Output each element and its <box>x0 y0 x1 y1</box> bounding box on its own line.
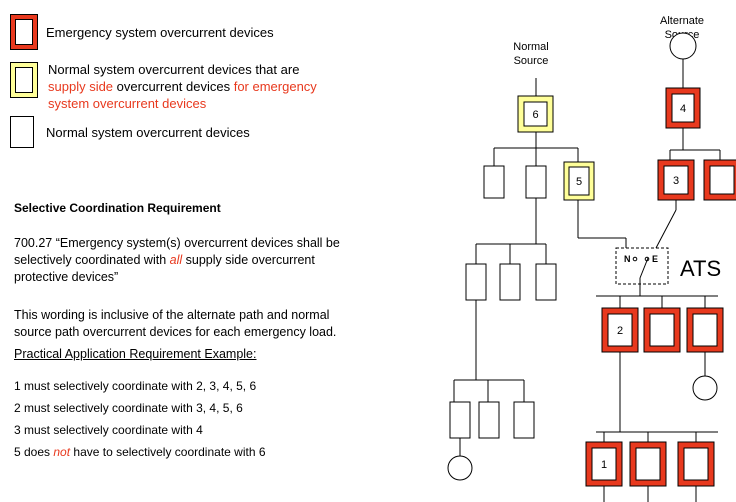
alternate-source-circle <box>669 32 697 60</box>
normal-device <box>535 263 557 301</box>
emergency-device-unlabeled <box>703 159 736 201</box>
svg-text:4: 4 <box>680 103 686 115</box>
list-item: 1 must selectively coordinate with 2, 3,… <box>14 379 257 393</box>
ats-switch: N E <box>615 247 669 285</box>
device-2: 2 <box>601 307 639 353</box>
legend-emergency-label: Emergency system overcurrent devices <box>46 25 274 40</box>
device-3: 3 <box>657 159 695 201</box>
legend-emergency-swatch <box>10 14 38 50</box>
svg-text:3: 3 <box>673 175 679 187</box>
svg-text:5: 5 <box>576 176 582 188</box>
legend-supply-side-swatch <box>10 62 38 98</box>
legend-supply-line3: system overcurrent devices <box>48 96 207 111</box>
normal-device <box>483 165 505 199</box>
normal-source-label: Normal Source <box>513 41 549 67</box>
normal-device <box>513 401 535 439</box>
requirement-quote: 700.27 “Emergency system(s) overcurrent … <box>14 236 340 284</box>
normal-device <box>525 165 547 199</box>
ats-label: ATS <box>680 256 722 281</box>
requirement-heading: Selective Coordination Requirement <box>14 201 221 215</box>
legend-supply-side-label: Normal system overcurrent devices that a… <box>48 61 317 112</box>
svg-text:E: E <box>652 254 658 264</box>
legend-normal-swatch <box>10 116 34 148</box>
emergency-load-circle <box>692 375 718 401</box>
list-item: 2 must selectively coordinate with 3, 4,… <box>14 401 243 415</box>
list-item: 5 does not have to selectively coordinat… <box>14 445 266 459</box>
svg-text:2: 2 <box>617 325 623 337</box>
device-1: 1 <box>585 441 623 487</box>
device-4: 4 <box>665 87 701 129</box>
normal-device <box>478 401 500 439</box>
normal-device <box>499 263 521 301</box>
svg-text:1: 1 <box>601 459 607 471</box>
legend-normal-label: Normal system overcurrent devices <box>46 125 250 140</box>
example-list: 1 must selectively coordinate with 2, 3,… <box>14 375 266 463</box>
normal-device <box>449 401 471 439</box>
list-item: 3 must selectively coordinate with 4 <box>14 423 203 437</box>
normal-load-circle <box>447 455 473 481</box>
normal-device <box>465 263 487 301</box>
emergency-device-unlabeled <box>677 441 715 487</box>
emergency-device-unlabeled <box>629 441 667 487</box>
requirement-note: This wording is inclusive of the alterna… <box>14 308 337 339</box>
device-5: 5 <box>563 161 595 201</box>
legend-supply-line2: supply side overcurrent devices for emer… <box>48 79 317 94</box>
example-heading: Practical Application Requirement Exampl… <box>14 347 257 361</box>
device-6: 6 <box>517 95 554 133</box>
svg-text:6: 6 <box>532 109 538 121</box>
legend-supply-line1: Normal system overcurrent devices that a… <box>48 62 300 77</box>
svg-text:N: N <box>624 254 631 264</box>
emergency-device-unlabeled <box>643 307 681 353</box>
emergency-device-unlabeled <box>686 307 724 353</box>
